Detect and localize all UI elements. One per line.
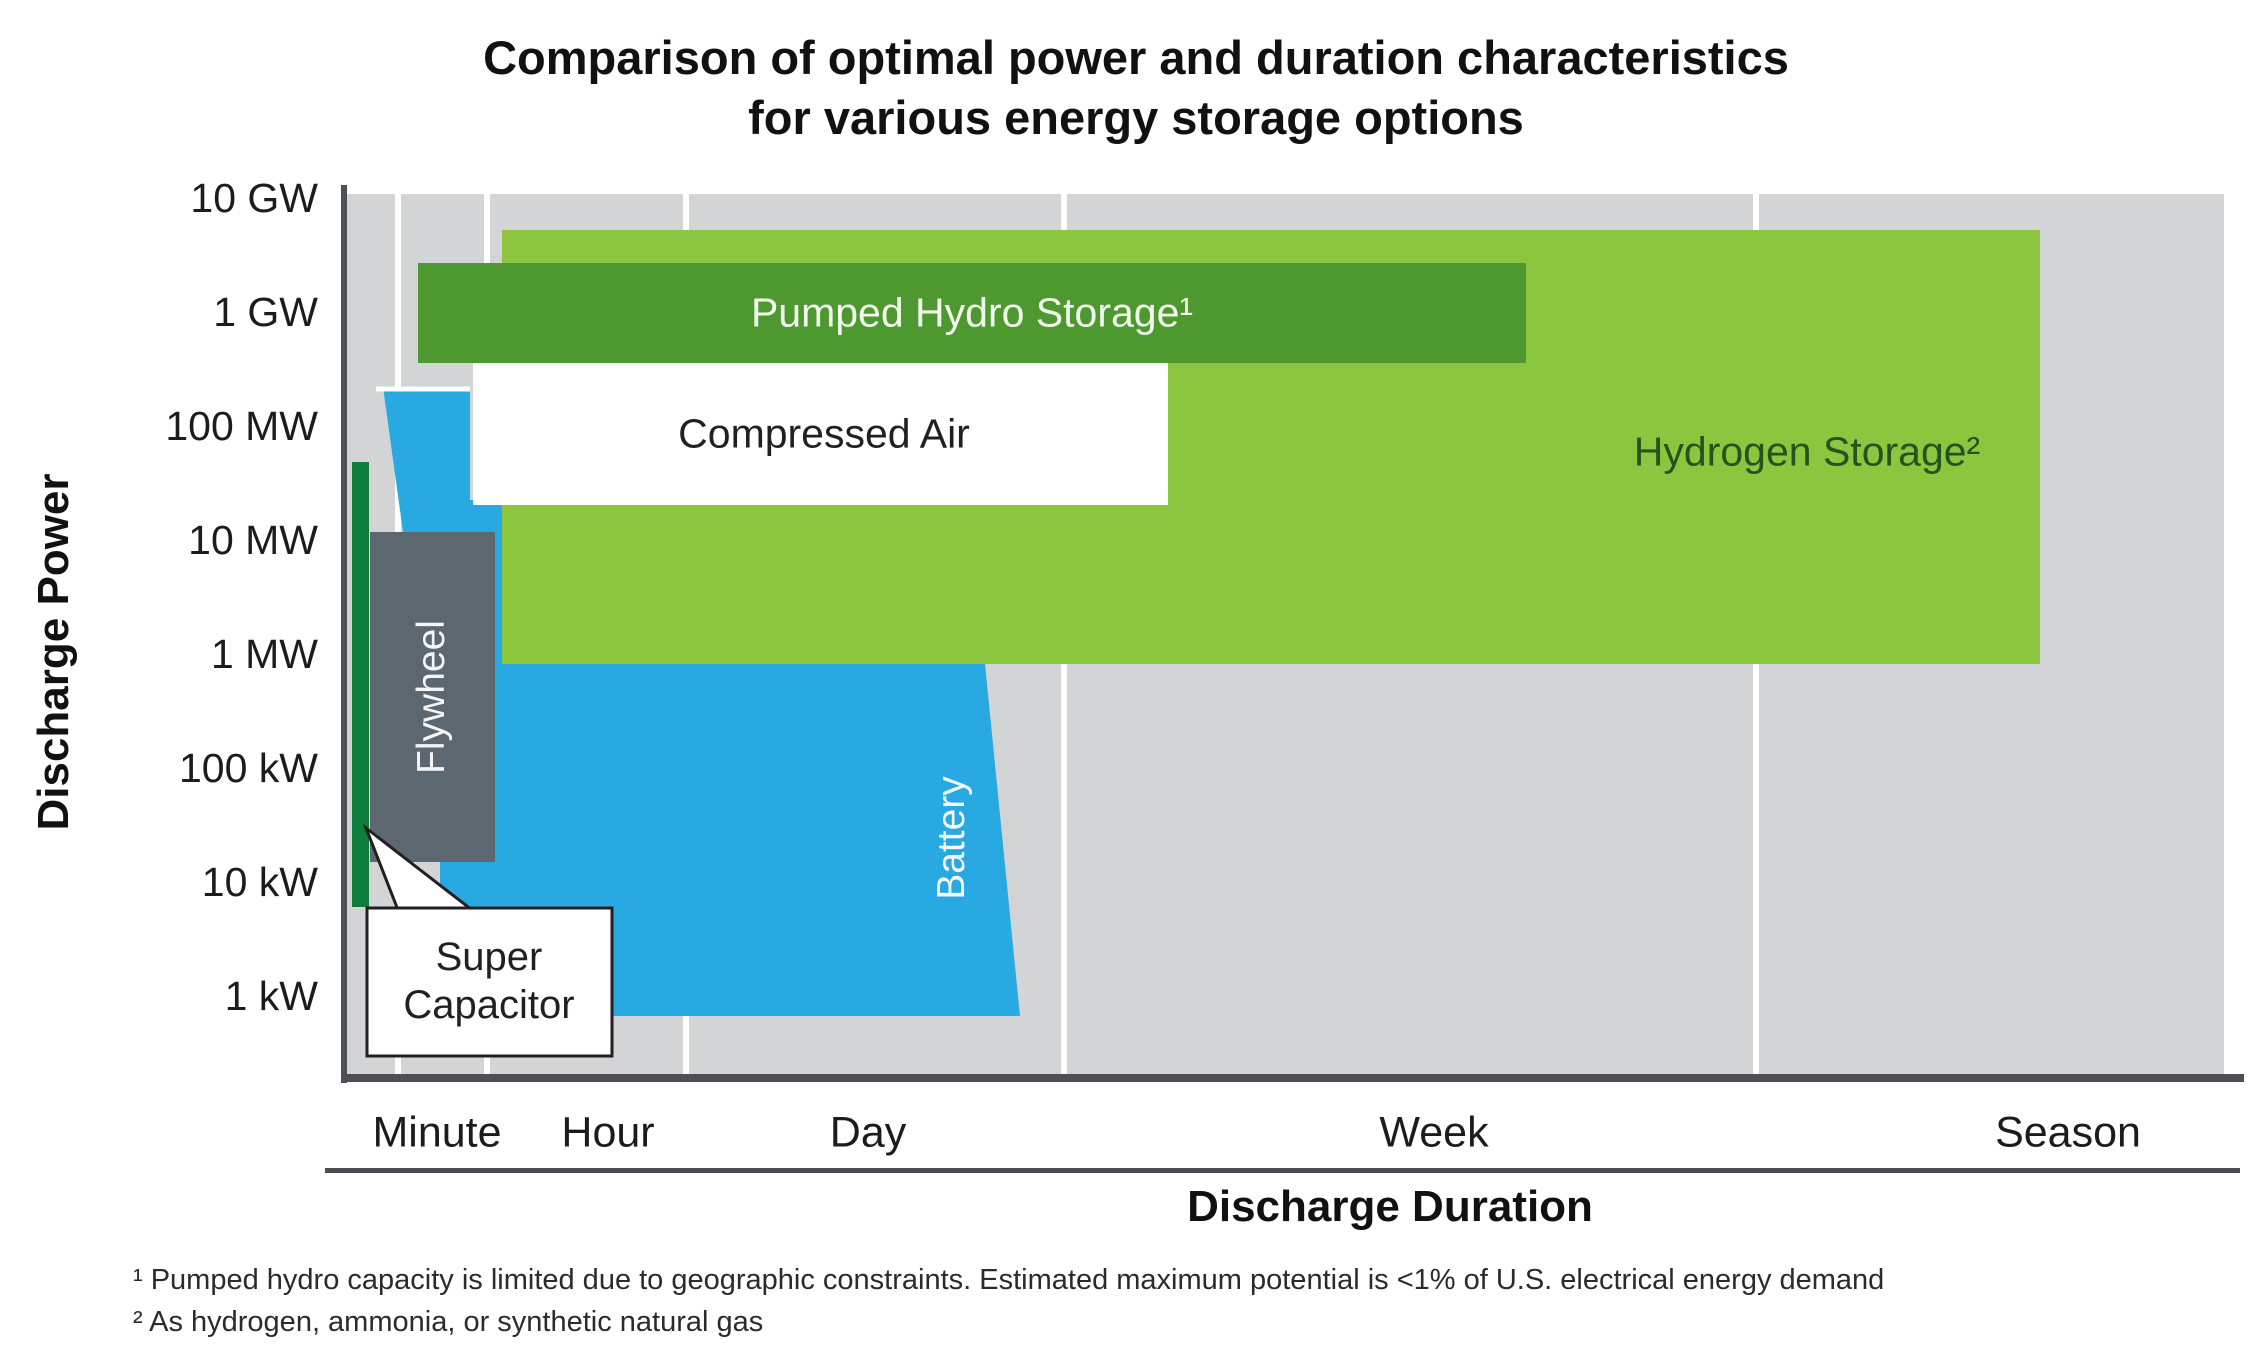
y-tick-1gw: 1 GW <box>213 289 318 335</box>
super-capacitor-region <box>352 462 369 907</box>
super-capacitor-callout-box <box>365 906 614 1058</box>
super-capacitor-label: Super Capacitor <box>403 935 575 1027</box>
x-tick-minute: Minute <box>372 1108 502 1157</box>
y-tick-100mw: 100 MW <box>165 403 318 449</box>
compressed-air-region <box>473 363 1168 505</box>
chart-title: Comparison of optimal power and duration… <box>483 30 1789 144</box>
pumped-hydro-label: Pumped Hydro Storage¹ <box>750 289 1194 336</box>
pumped-hydro-region <box>418 263 1526 363</box>
flywheel-label: Flywheel <box>410 620 453 774</box>
y-tick-100kw: 100 kW <box>179 745 318 791</box>
y-tick-1kw: 1 kW <box>224 973 318 1019</box>
y-tick-10mw: 10 MW <box>188 517 318 563</box>
y-tick-10kw: 10 kW <box>201 859 318 905</box>
battery-label: Battery <box>930 776 973 900</box>
x-axis-line <box>325 1168 2240 1173</box>
flywheel-region <box>370 532 495 862</box>
y-tick-10gw: 10 GW <box>190 175 318 221</box>
compressed-air-label: Compressed Air <box>678 410 970 457</box>
battery-region <box>383 387 1020 1016</box>
footnote-hydrogen: ² As hydrogen, ammonia, or synthetic nat… <box>133 1306 764 1338</box>
x-axis-title: Discharge Duration <box>1187 1182 1593 1231</box>
x-tick-day: Day <box>829 1108 907 1157</box>
hydrogen-storage-label: Hydrogen Storage² <box>1633 428 1981 475</box>
y-tick-1mw: 1 MW <box>210 631 318 677</box>
x-tick-week: Week <box>1379 1108 1489 1157</box>
x-tick-season: Season <box>1995 1108 2141 1157</box>
y-axis-spine <box>341 185 347 1083</box>
footnote-pumped-hydro: ¹ Pumped hydro capacity is limited due t… <box>133 1264 1885 1296</box>
plot-bottom-border <box>341 1074 2244 1082</box>
x-tick-hour: Hour <box>561 1108 655 1157</box>
